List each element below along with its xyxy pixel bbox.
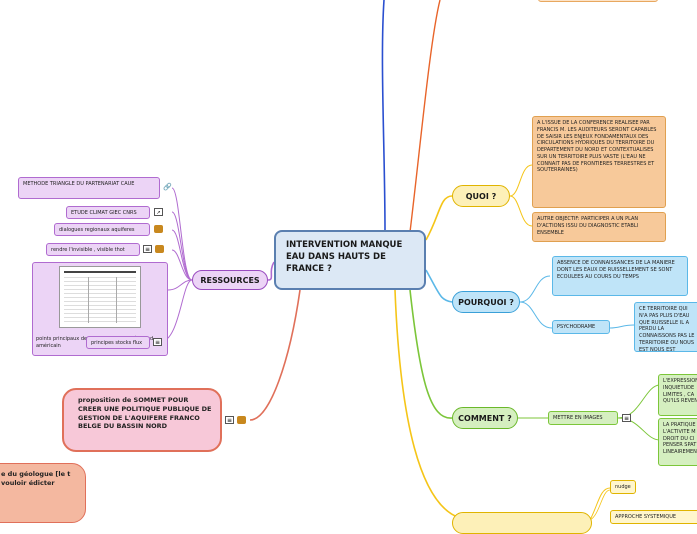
- comment-note-1: L'EXPRESSION INQUIETUDE LIMITES , CA QU'…: [658, 374, 697, 416]
- ressource-etude-climat[interactable]: ETUDE CLIMAT GIEC CNRS: [66, 206, 150, 219]
- external-link-icon[interactable]: ↗: [154, 208, 163, 216]
- ressource-principes-stocks[interactable]: principes stocks flux: [86, 336, 150, 349]
- branch-ressources[interactable]: RESSOURCES: [192, 270, 268, 290]
- ressource-rendre-invisible[interactable]: rendre l'invisible , visible thot: [46, 243, 140, 256]
- approche-systemique-node[interactable]: APPROCHE SYSTEMIQUE: [610, 510, 697, 524]
- quoi-note-2: AUTRE OBJECTIF: PARTICIPER A UN PLAN D'A…: [532, 212, 666, 242]
- pourquoi-note-1: ABSENCE DE CONNAISSANCES DE LA MANIERE D…: [552, 256, 688, 296]
- note-icon[interactable]: ≡: [143, 245, 152, 253]
- tag-icon[interactable]: [237, 416, 246, 424]
- top-note-partial: [538, 0, 658, 2]
- mettre-en-images-node[interactable]: METTRE EN IMAGES: [548, 411, 618, 425]
- central-topic[interactable]: INTERVENTION MANQUE EAU DANS HAUTS DE FR…: [274, 230, 426, 290]
- nudge-node[interactable]: nudge: [610, 480, 636, 494]
- tag-icon[interactable]: [155, 245, 164, 253]
- branch-bottom-partial[interactable]: [452, 512, 592, 534]
- geologue-node[interactable]: e du géologue [le t vouloir édicter: [0, 463, 86, 523]
- link-icon[interactable]: 🔗: [163, 183, 172, 191]
- document-thumbnail: [59, 266, 141, 328]
- ressource-dialogues[interactable]: dialogues regionaux aquiferes: [54, 223, 150, 236]
- ressource-methode-triangle[interactable]: METHODE TRIANGLE DU PARTENARIAT CAUE: [18, 177, 160, 199]
- note-icon[interactable]: ≡: [153, 338, 162, 346]
- note-icon[interactable]: ≡: [225, 416, 234, 424]
- psychodrame-node[interactable]: PSYCHODRAME: [552, 320, 610, 334]
- note-icon[interactable]: ≡: [622, 414, 631, 422]
- comment-note-2: LA PRATIQUE L'ACTIVITE M DROIT DU CI PEN…: [658, 418, 697, 466]
- tag-icon[interactable]: [154, 225, 163, 233]
- psychodrame-note: CE TERRITOIRE QUI N'A PAS PLUS D'EAU QUE…: [634, 302, 697, 352]
- quoi-note-1: A L'ISSUE DE LA CONFERENCE REALISEE PAR …: [532, 116, 666, 208]
- branch-quoi[interactable]: QUOI ?: [452, 185, 510, 207]
- branch-pourquoi[interactable]: POURQUOI ?: [452, 291, 520, 313]
- branch-comment[interactable]: COMMENT ?: [452, 407, 518, 429]
- proposition-sommet[interactable]: proposition de SOMMET POUR CREER UNE POL…: [62, 388, 222, 452]
